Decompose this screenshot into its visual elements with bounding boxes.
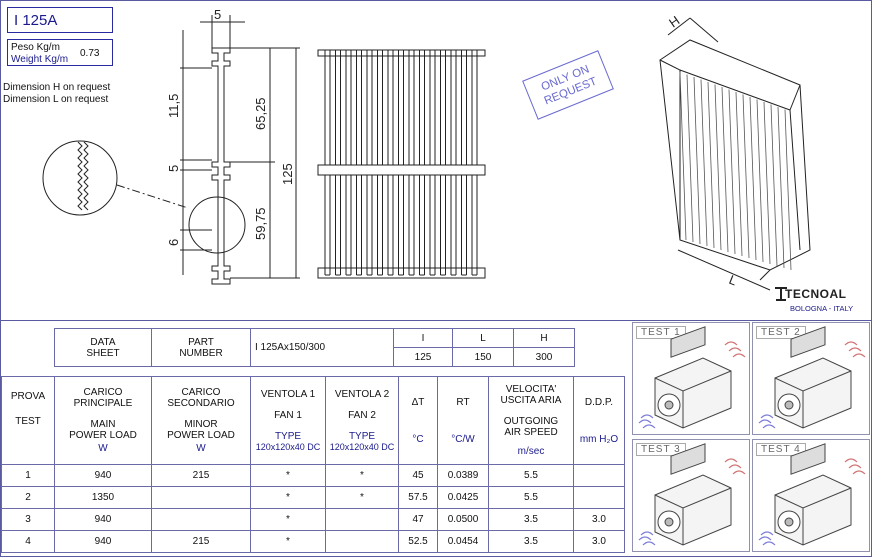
i-value: 125 (393, 347, 453, 367)
h-label: H (513, 328, 575, 348)
dim-11-5: 11,5 (166, 94, 181, 118)
cell-speed: 3.5 (488, 530, 574, 553)
i-label: I (393, 328, 453, 348)
test-panel-3: TEST 3 (632, 439, 750, 552)
cell-ddp: 3.0 (573, 530, 625, 553)
profile-drawing: 5 11,5 65,25 125 5 59,75 6 H L (42, 7, 811, 291)
dim-top: 5 (214, 7, 221, 22)
cell-fan1: * (250, 508, 326, 531)
test-4-label: TEST 4 (756, 443, 806, 456)
cell-ddp: 3.0 (573, 508, 625, 531)
cell-test: 2 (1, 486, 55, 509)
header-ddp: D.D.P.mm H₂O (573, 376, 625, 465)
cell-fan1: * (250, 530, 326, 553)
cell-dt: 52.5 (398, 530, 438, 553)
cell-dt: 57.5 (398, 486, 438, 509)
cell-ddp (573, 486, 625, 509)
weight-value: 0.73 (80, 48, 100, 59)
cell-dt: 47 (398, 508, 438, 531)
part-value: I 125Ax150/300 (250, 328, 394, 367)
front-assembly-view (317, 49, 486, 279)
cell-rt: 0.0454 (437, 530, 489, 553)
header-dt: ΔT°C (398, 376, 438, 465)
cell-minor: 215 (151, 530, 251, 553)
h-value: 300 (513, 347, 575, 367)
divider (0, 320, 872, 321)
test-panel-2: TEST 2 (752, 322, 870, 435)
test-3-illustration (638, 443, 746, 546)
cell-speed: 3.5 (488, 508, 574, 531)
test-2-illustration (758, 326, 866, 429)
cell-minor (151, 508, 251, 531)
cell-speed: 5.5 (488, 464, 574, 487)
cell-minor: 215 (151, 464, 251, 487)
header-rt: RT°C/W (437, 376, 489, 465)
weight-label-it: Peso Kg/m (11, 42, 60, 53)
cell-minor (151, 486, 251, 509)
cell-ddp (573, 464, 625, 487)
cell-main: 940 (54, 464, 152, 487)
cell-dt: 45 (398, 464, 438, 487)
test-panel-1: TEST 1 (632, 322, 750, 435)
dim-59-75: 59,75 (253, 207, 268, 240)
logo-icon (775, 287, 787, 301)
cell-rt: 0.0500 (437, 508, 489, 531)
cell-fan1: * (250, 486, 326, 509)
cell-fan2: * (325, 464, 399, 487)
detail-circle (42, 140, 118, 216)
logo: TECNOAL (785, 287, 847, 301)
l-label: L (452, 328, 514, 348)
weight-box: Peso Kg/m Weight Kg/m 0.73 (7, 39, 113, 66)
cell-main: 940 (54, 508, 152, 531)
test-4-illustration (758, 443, 866, 546)
cell-fan2: * (325, 486, 399, 509)
dim-6: 6 (166, 239, 181, 246)
isometric-view (659, 17, 811, 291)
test-1-illustration (638, 326, 746, 429)
dim-l: L (727, 272, 739, 289)
cell-test: 3 (1, 508, 55, 531)
cell-fan2 (325, 530, 399, 553)
dim-65-25: 65,25 (253, 97, 268, 130)
model-title: I 125A (7, 7, 113, 33)
dim-5: 5 (166, 165, 181, 172)
logo-city: BOLOGNA - ITALY (790, 304, 854, 313)
cell-speed: 5.5 (488, 486, 574, 509)
cell-fan1: * (250, 464, 326, 487)
test-2-label: TEST 2 (756, 326, 806, 339)
cell-fan2 (325, 508, 399, 531)
dim-125: 125 (280, 163, 295, 185)
cell-main: 940 (54, 530, 152, 553)
note-l: Dimension L on request (3, 94, 109, 105)
dim-h: H (666, 13, 682, 31)
cell-main: 1350 (54, 486, 152, 509)
test-1-label: TEST 1 (636, 326, 686, 339)
cell-test: 4 (1, 530, 55, 553)
l-value: 150 (452, 347, 514, 367)
note-h: Dimension H on request (3, 82, 111, 93)
cell-rt: 0.0389 (437, 464, 489, 487)
test-panel-4: TEST 4 (752, 439, 870, 552)
cell-rt: 0.0425 (437, 486, 489, 509)
weight-label-en: Weight Kg/m (11, 54, 69, 65)
test-3-label: TEST 3 (636, 443, 686, 456)
cell-test: 1 (1, 464, 55, 487)
